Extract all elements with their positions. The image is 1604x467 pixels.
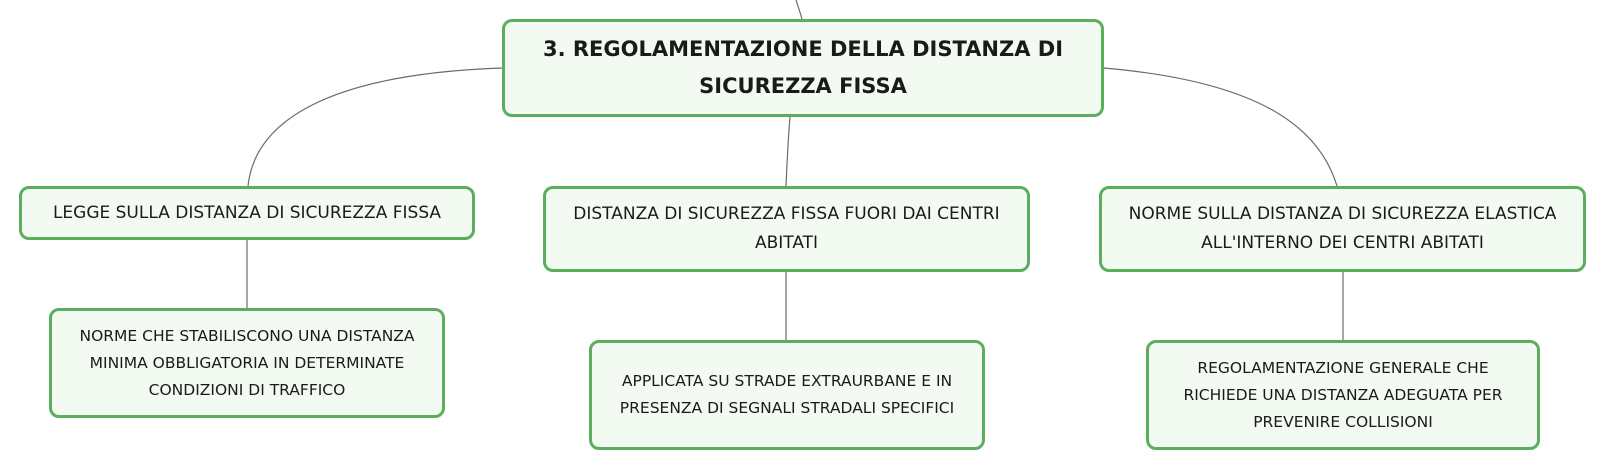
leaf-node-applicata[interactable]: APPLICATA SU STRADE EXTRAURBANE E IN PRE… bbox=[589, 340, 985, 450]
connector-root-to-branch-3 bbox=[1103, 67, 1338, 187]
branch-node-fuori-centri[interactable]: DISTANZA DI SICUREZZA FISSA FUORI DAI CE… bbox=[543, 186, 1030, 272]
connector-root-to-branch-2 bbox=[785, 116, 791, 187]
leaf-node-label: APPLICATA SU STRADE EXTRAURBANE E IN PRE… bbox=[619, 372, 955, 417]
connector-parent-to-root bbox=[795, 0, 803, 20]
connector-root-to-branch-1 bbox=[247, 67, 503, 187]
branch-node-label: DISTANZA DI SICUREZZA FISSA FUORI DAI CE… bbox=[573, 204, 1000, 253]
leaf-node-norme[interactable]: NORME CHE STABILISCONO UNA DISTANZA MINI… bbox=[49, 308, 445, 418]
leaf-node-label: NORME CHE STABILISCONO UNA DISTANZA MINI… bbox=[79, 326, 415, 399]
branch-node-elastica[interactable]: NORME SULLA DISTANZA DI SICUREZZA ELASTI… bbox=[1099, 186, 1586, 272]
branch-node-label: LEGGE SULLA DISTANZA DI SICUREZZA FISSA bbox=[52, 202, 442, 223]
root-node[interactable]: 3. REGOLAMENTAZIONE DELLA DISTANZA DI SI… bbox=[502, 19, 1104, 117]
branch-node-legge[interactable]: LEGGE SULLA DISTANZA DI SICUREZZA FISSA bbox=[19, 186, 475, 240]
leaf-node-regolamentazione[interactable]: REGOLAMENTAZIONE GENERALE CHE RICHIEDE U… bbox=[1146, 340, 1540, 450]
branch-node-label: NORME SULLA DISTANZA DI SICUREZZA ELASTI… bbox=[1128, 204, 1557, 253]
leaf-node-label: REGOLAMENTAZIONE GENERALE CHE RICHIEDE U… bbox=[1183, 358, 1503, 431]
root-node-label: 3. REGOLAMENTAZIONE DELLA DISTANZA DI SI… bbox=[542, 37, 1064, 98]
